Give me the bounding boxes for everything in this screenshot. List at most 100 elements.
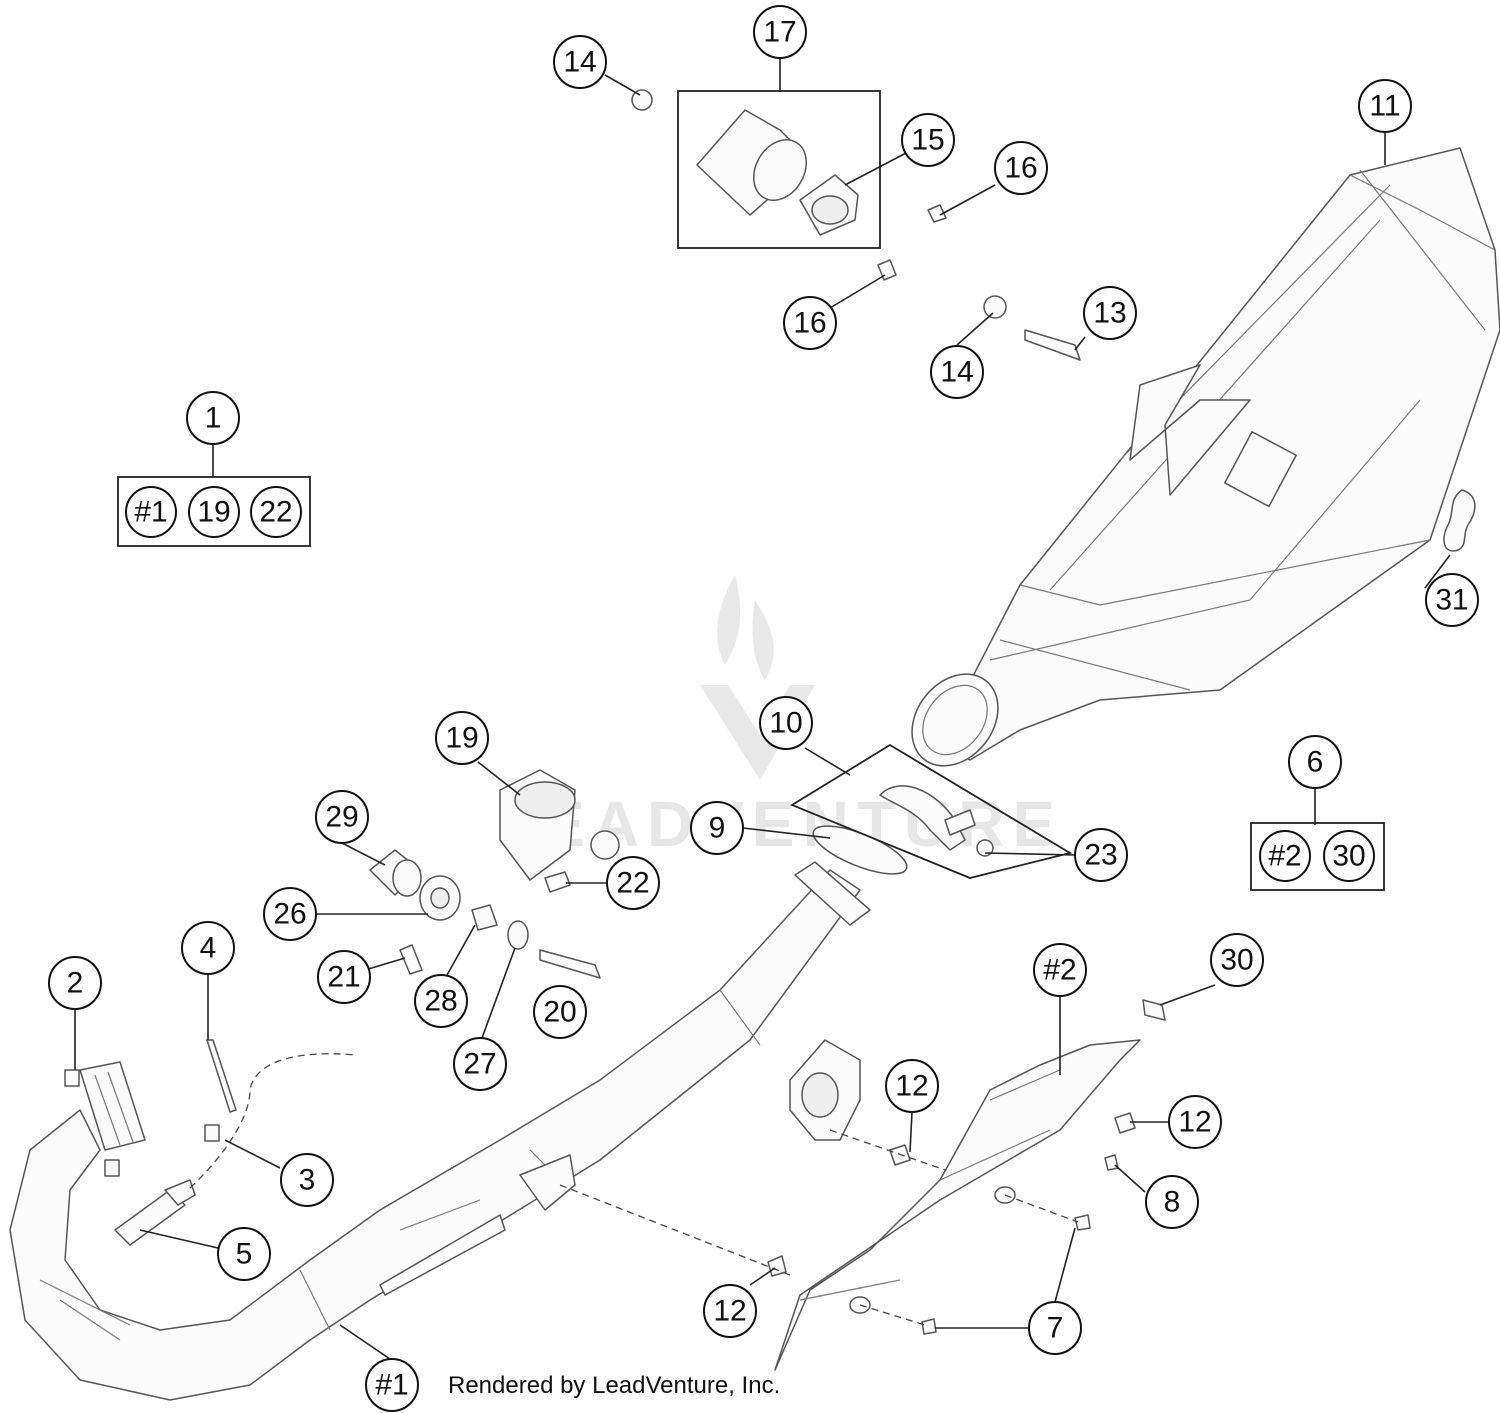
callout-30[interactable]: 30 — [1210, 933, 1264, 987]
svg-text:27: 27 — [463, 1048, 496, 1081]
svg-text:#1: #1 — [134, 496, 167, 529]
clip-nut — [1114, 1112, 1136, 1134]
callout-15[interactable]: 15 — [901, 113, 955, 167]
flange-17-box — [677, 90, 881, 249]
callout-14-mid[interactable]: 14 — [930, 345, 984, 399]
svg-text:9: 9 — [709, 812, 726, 845]
callouts: 1 2 3 4 5 6 7 8 9 10 11 12 12 12 13 14 1… — [48, 5, 1479, 1412]
callout-4[interactable]: 4 — [181, 921, 235, 975]
callout-2[interactable]: 2 — [48, 956, 102, 1010]
callout-21[interactable]: 21 — [317, 950, 371, 1004]
svg-text:#2: #2 — [1268, 840, 1301, 873]
callout-hash-1[interactable]: #1 — [365, 1358, 419, 1412]
callout-9[interactable]: 9 — [690, 801, 744, 855]
callout-12-bottom[interactable]: 12 — [703, 1284, 757, 1338]
heat-shield — [774, 1039, 1141, 1371]
nut — [877, 259, 897, 281]
svg-text:1: 1 — [205, 402, 222, 435]
svg-text:14: 14 — [563, 46, 596, 79]
mount-line — [559, 1184, 791, 1276]
leader-lines — [74, 58, 1451, 1360]
svg-text:23: 23 — [1084, 839, 1117, 872]
flame-v-logo — [700, 575, 815, 780]
screw — [921, 1318, 937, 1335]
rubber-strap — [1443, 489, 1476, 552]
svg-text:12: 12 — [895, 1070, 928, 1103]
callout-29[interactable]: 29 — [315, 790, 369, 844]
callout-12-bracket[interactable]: 12 — [885, 1059, 939, 1113]
svg-text:3: 3 — [299, 1164, 316, 1197]
callout-12-right[interactable]: 12 — [1168, 1095, 1222, 1149]
callout-31[interactable]: 31 — [1425, 573, 1479, 627]
svg-text:22: 22 — [259, 496, 292, 529]
svg-text:28: 28 — [424, 985, 457, 1018]
svg-text:16: 16 — [1004, 152, 1037, 185]
svg-text:20: 20 — [543, 996, 576, 1029]
kit-1-item[interactable]: 22 — [250, 486, 302, 538]
callout-16-top[interactable]: 16 — [994, 141, 1048, 195]
callout-14-top[interactable]: 14 — [553, 35, 607, 89]
svg-text:#1: #1 — [375, 1369, 408, 1402]
callout-10[interactable]: 10 — [759, 696, 813, 750]
lambda-sensor — [114, 1179, 196, 1246]
clamp-part — [204, 1124, 220, 1142]
screw — [1074, 1214, 1091, 1231]
cable-tie — [206, 1039, 237, 1113]
svg-text:19: 19 — [197, 496, 230, 529]
callout-hash-2[interactable]: #2 — [1033, 943, 1087, 997]
kit-1-item[interactable]: 19 — [188, 486, 240, 538]
callout-6[interactable]: 6 — [1288, 735, 1342, 789]
washer — [631, 89, 653, 111]
svg-text:7: 7 — [1047, 1312, 1064, 1345]
callout-20[interactable]: 20 — [533, 985, 587, 1039]
sensor-wire — [189, 1053, 356, 1189]
callout-3[interactable]: 3 — [280, 1153, 334, 1207]
callout-13[interactable]: 13 — [1083, 286, 1137, 340]
mount-cluster — [369, 769, 620, 979]
callout-23[interactable]: 23 — [1074, 828, 1128, 882]
callout-1[interactable]: 1 — [186, 391, 240, 445]
rubber-damper — [1142, 999, 1166, 1021]
svg-text:30: 30 — [1220, 944, 1253, 977]
callout-7[interactable]: 7 — [1028, 1301, 1082, 1355]
clip — [64, 1069, 80, 1087]
muffler — [911, 147, 1500, 767]
svg-text:26: 26 — [273, 898, 306, 931]
screw — [1024, 329, 1081, 361]
svg-text:13: 13 — [1093, 297, 1126, 330]
callout-22[interactable]: 22 — [606, 856, 660, 910]
kit-1-item[interactable]: #1 — [125, 486, 177, 538]
callout-16-mid[interactable]: 16 — [783, 296, 837, 350]
svg-text:10: 10 — [769, 707, 802, 740]
svg-text:2: 2 — [67, 967, 84, 1000]
callout-8[interactable]: 8 — [1145, 1175, 1199, 1229]
callout-19[interactable]: 19 — [435, 711, 489, 765]
clamp-10-box — [790, 743, 1073, 879]
kit-6-item[interactable]: #2 — [1259, 830, 1311, 882]
callout-28[interactable]: 28 — [414, 974, 468, 1028]
clip — [104, 1159, 120, 1177]
svg-text:12: 12 — [713, 1295, 746, 1328]
kit-1-box — [117, 476, 311, 547]
svg-text:15: 15 — [911, 124, 944, 157]
credit-text: Rendered by LeadVenture, Inc. — [448, 1372, 780, 1399]
callout-17[interactable]: 17 — [753, 5, 807, 59]
svg-text:#2: #2 — [1043, 954, 1076, 987]
svg-text:4: 4 — [200, 932, 217, 965]
svg-text:31: 31 — [1435, 584, 1468, 617]
svg-text:22: 22 — [616, 867, 649, 900]
mount-line — [829, 1129, 946, 1171]
washer — [983, 295, 1007, 319]
svg-text:29: 29 — [325, 801, 358, 834]
svg-text:8: 8 — [1164, 1186, 1181, 1219]
callout-27[interactable]: 27 — [453, 1037, 507, 1091]
callout-11[interactable]: 11 — [1358, 79, 1412, 133]
mount-line — [1004, 1194, 1079, 1223]
shield-bracket — [789, 1039, 861, 1141]
callout-26[interactable]: 26 — [263, 887, 317, 941]
callout-5[interactable]: 5 — [217, 1227, 271, 1281]
svg-text:17: 17 — [763, 16, 796, 49]
screw — [1104, 1154, 1119, 1171]
kit-6-item[interactable]: 30 — [1323, 830, 1375, 882]
svg-text:11: 11 — [1369, 90, 1400, 123]
